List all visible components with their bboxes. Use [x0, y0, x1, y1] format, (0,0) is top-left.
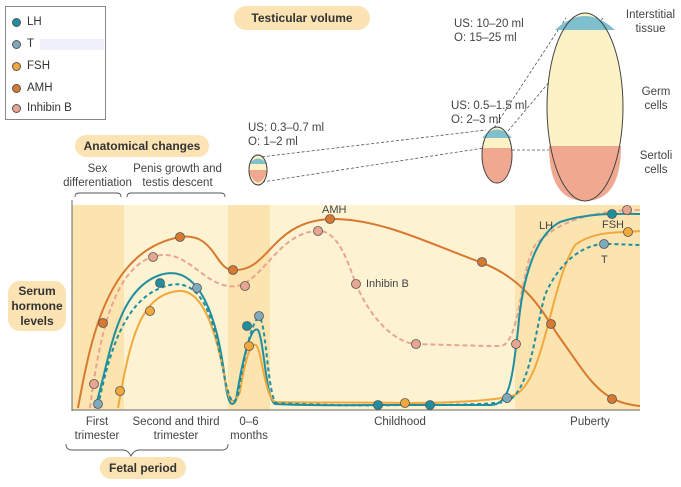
marker-lh	[242, 321, 252, 331]
legend-label: LH	[27, 16, 42, 28]
annotation-fsh: FSH	[602, 219, 624, 231]
marker-t	[599, 239, 609, 249]
marker-inhibin	[411, 339, 421, 349]
period-puberty: Puberty	[570, 416, 610, 428]
marker-inhibin	[240, 281, 250, 291]
marker-t	[93, 399, 103, 409]
marker-fsh	[145, 306, 155, 316]
t-marker-icon	[12, 39, 21, 49]
annotation-lh: LH	[539, 220, 554, 232]
marker-fsh	[623, 227, 633, 237]
legend-item-amh: AMH	[12, 79, 53, 97]
marker-amh	[228, 265, 238, 275]
stage3-us: US: 10–20 ml	[454, 18, 524, 30]
marker-inhibin	[89, 379, 99, 389]
series-markers	[89, 205, 633, 410]
period-bands	[72, 205, 640, 410]
testis-large	[546, 12, 624, 202]
marker-inhibin	[511, 339, 521, 349]
germ-cells-label: Germ cells	[641, 86, 671, 112]
stage3-o: O: 15–25 ml	[454, 32, 517, 44]
marker-fsh	[400, 398, 410, 408]
stage1-o: O: 1–2 ml	[248, 136, 298, 148]
legend-label: Inhibin B	[27, 102, 72, 114]
stage2-o: O: 2–3 ml	[451, 114, 501, 126]
penis-growth-label: Penis growth and testis descent	[133, 163, 222, 189]
marker-amh	[98, 318, 108, 328]
amh-marker-icon	[12, 83, 21, 93]
testis-small	[248, 154, 268, 186]
marker-amh	[477, 257, 487, 267]
lh-marker-icon	[12, 17, 21, 27]
marker-amh	[546, 319, 556, 329]
y-axis-label: Serum hormone levels	[8, 281, 66, 331]
legend-highlight	[40, 38, 105, 50]
legend: LH T FSH AMH Inhibin B	[5, 6, 106, 120]
top-brackets	[74, 192, 226, 198]
marker-amh	[325, 214, 335, 224]
period-childhood: Childhood	[374, 416, 426, 428]
legend-item-lh: LH	[12, 13, 42, 31]
marker-t	[192, 283, 202, 293]
marker-lh	[373, 400, 383, 410]
series-line-fsh	[117, 230, 641, 409]
period-second-third: Second and third trimester	[132, 416, 220, 442]
testis-medium	[481, 126, 513, 184]
series-line-amh	[77, 217, 641, 409]
marker-inhibin	[622, 205, 632, 215]
marker-inhibin	[351, 279, 361, 289]
series-line-t	[97, 242, 641, 407]
marker-lh	[155, 278, 165, 288]
interstitial-label: Interstitial tissue	[625, 9, 676, 35]
marker-amh	[175, 232, 185, 242]
fetal-period-label: Fetal period	[100, 457, 186, 479]
marker-fsh	[115, 386, 125, 396]
sertoli-cells-label: Sertoli cells	[639, 150, 673, 176]
testicular-volume-title: Testicular volume	[234, 6, 370, 30]
period-0-6-months: 0–6 months	[230, 416, 268, 442]
inhibin-b-marker-icon	[12, 103, 21, 113]
fsh-marker-icon	[12, 61, 21, 71]
period-first-trimester: First trimester	[74, 416, 120, 442]
anatomical-changes-title: Anatomical changes	[75, 135, 209, 157]
marker-inhibin	[148, 252, 158, 262]
legend-label: FSH	[27, 60, 50, 72]
annotation-amh: AMH	[322, 204, 347, 216]
legend-item-inhibin-b: Inhibin B	[12, 99, 72, 117]
annotation-inhibin-b: Inhibin B	[366, 278, 409, 290]
marker-t	[254, 311, 264, 321]
legend-item-fsh: FSH	[12, 57, 50, 75]
marker-t	[502, 393, 512, 403]
fetal-bracket	[65, 443, 229, 458]
stage1-us: US: 0.3–0.7 ml	[248, 122, 325, 134]
marker-inhibin	[313, 226, 323, 236]
marker-fsh	[244, 341, 254, 351]
legend-label: T	[27, 38, 35, 50]
marker-amh	[607, 394, 617, 404]
legend-label: AMH	[27, 82, 53, 94]
sex-differentiation-label: Sex differentiation	[63, 163, 132, 189]
marker-lh	[425, 400, 435, 410]
legend-item-t: T	[12, 35, 105, 53]
annotation-t: T	[601, 254, 608, 266]
connector-lines	[251, 17, 604, 183]
stage2-us: US: 0.5–1.5 ml	[451, 100, 528, 112]
marker-lh	[607, 209, 617, 219]
